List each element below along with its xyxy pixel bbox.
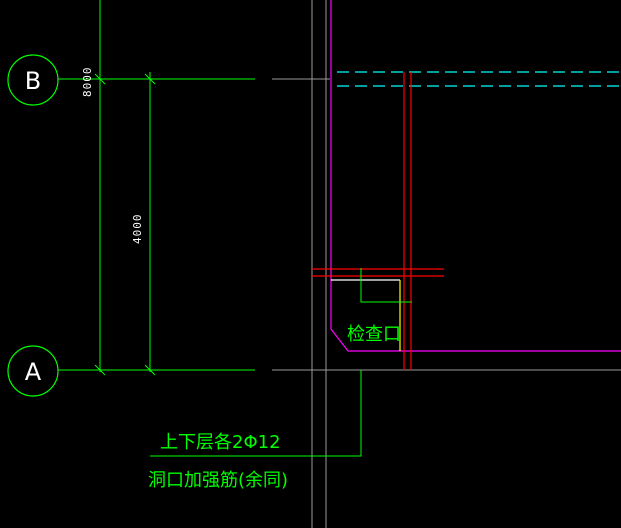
axis-bubble-b <box>7 54 59 106</box>
dimension-lines <box>60 0 255 376</box>
dim-tick-4 <box>144 364 156 376</box>
axis-bubble-a <box>7 345 59 397</box>
grid-axis-a: A <box>7 345 59 397</box>
dim-tick-3 <box>94 364 106 376</box>
opening-label: 检查口 <box>347 324 401 345</box>
leader-lines <box>150 268 412 457</box>
dimension-text-span: 4000 <box>131 214 144 245</box>
beam-dashed-lines <box>337 71 621 87</box>
rebar-note-line2: 洞口加强筋(余同) <box>148 470 288 491</box>
reinforcement-bars <box>312 72 444 370</box>
axis-label-b: B <box>25 67 41 95</box>
dim-tick-2 <box>144 73 156 85</box>
opening-leader <box>360 268 412 303</box>
grid-axis-b: B <box>7 54 59 106</box>
opening-box <box>331 279 401 351</box>
slab-outline <box>330 0 621 352</box>
dimension-text-top: 8000 <box>81 67 94 98</box>
axis-label-a: A <box>25 358 42 386</box>
rebar-note-leader <box>150 370 362 457</box>
rebar-note-line1: 上下层各2Φ12 <box>160 432 281 453</box>
opening-edge <box>330 277 621 352</box>
dim-tick-1 <box>94 73 106 85</box>
